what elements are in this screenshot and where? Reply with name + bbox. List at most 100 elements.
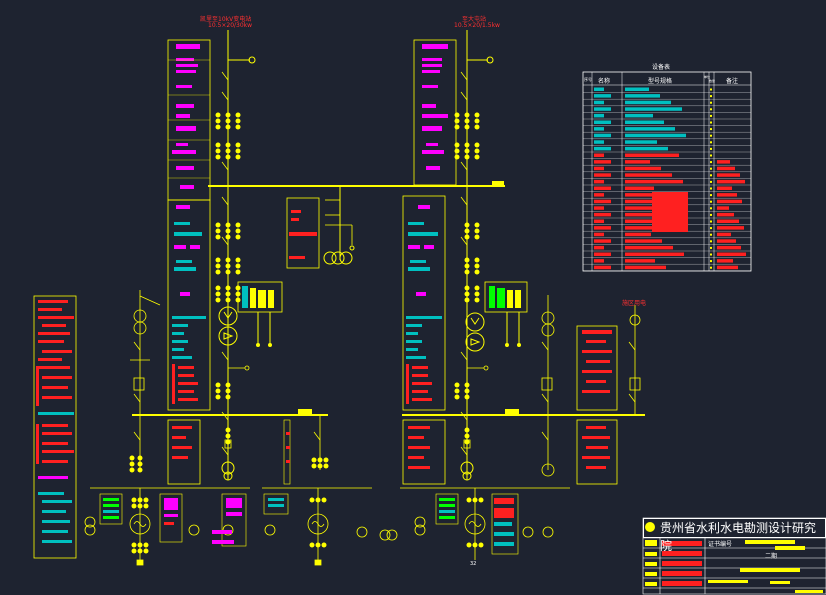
table-cell-model [625,199,676,204]
table-cell-qty [710,246,712,249]
table-cell-model [625,100,671,105]
table-cell-model [625,127,675,131]
table-cell-qty [710,161,712,164]
table-cell-name [594,146,611,151]
table-cell-remark [717,265,738,270]
table-cell-model [625,133,686,138]
table-cell-model [625,186,654,190]
left-aux-branch [130,290,161,470]
table-header-remark: 备注 [726,78,739,85]
table-header-no: 序号 [584,77,592,82]
construction-power-label: 施区用电 [622,300,647,307]
table-cell-remark [717,166,735,171]
left-ct-groups [215,112,241,445]
table-cell-qty [710,154,712,157]
table-cell-model [625,87,649,91]
table-cell-remark [717,193,737,197]
upper-bus-bar [208,181,505,187]
table-cell-remark [717,179,745,184]
table-cell-name [594,199,611,204]
table-cell-qty [710,187,712,190]
table-cell-model [625,120,664,124]
right-main-feeder [460,30,494,481]
table-cell-remark [717,252,746,256]
table-cell-model [625,107,682,111]
table-cell-qty [710,108,712,111]
left-main-feeder [218,30,256,481]
table-header-qty: 数量 [709,79,716,83]
stage-label: 二期 [765,553,778,560]
lower-feeders [84,415,570,566]
table-cell-model [625,160,650,164]
table-cell-remark [717,219,739,223]
table-cell-remark [717,160,730,164]
lower-bus-right [402,409,645,416]
right-middle-panel [402,195,446,411]
table-cell-name [594,87,604,91]
table-cell-name [594,252,611,256]
table-cell-name [594,239,611,243]
table-cell-model [625,173,672,177]
table-cell-qty [710,233,712,236]
table-cell-name [594,166,604,171]
table-cell-name [594,226,611,230]
table-cell-remark [717,199,742,204]
table-cell-model [625,239,662,243]
left-aux-ct [129,455,143,473]
right-line-label: 至大屯站 [462,16,487,23]
right-aux-panel [576,325,618,485]
table-cell-name [594,206,604,210]
table-cell-qty [710,128,712,131]
table-cell-name [594,140,604,144]
table-cell-name [594,245,604,250]
cert-number-label: 证书编号 [708,541,733,548]
table-cell-model [625,193,665,197]
table-cell-name [594,193,604,197]
institute-logo-icon [645,522,655,532]
right-instrument-box [484,281,528,347]
table-cell-model [625,179,683,184]
left-line-label: 凯里至10kV变电站 [200,16,252,23]
table-cell-remark [717,259,733,263]
table-cell-qty [710,266,712,269]
right-line-sublabel: 10.5×20/1.5kw [454,22,500,29]
lower-left-panel [167,419,291,485]
table-cell-name [594,179,604,184]
table-cell-qty [710,194,712,197]
table-cell-qty [710,88,712,91]
table-cell-model [625,232,651,237]
table-cell-remark [717,245,741,250]
table-cell-model [625,140,657,144]
equipment-table-title: 设备表 [652,64,671,71]
table-cell-qty [710,200,712,203]
table-cell-name [594,153,604,157]
table-cell-remark [717,212,734,217]
table-cell-name [594,113,604,118]
left-instrument-box [237,281,283,347]
table-cell-model [625,146,668,151]
lower-right-panel [402,419,446,485]
table-cell-name [594,100,604,105]
table-cell-qty [710,114,712,117]
table-cell-qty [710,147,712,150]
lower-device-boxes [99,493,519,555]
table-cell-name [594,232,604,237]
right-ct-groups [454,112,480,445]
table-cell-remark [717,186,732,190]
right-upper-panel [413,39,457,186]
table-cell-model [625,259,655,263]
table-cell-qty [710,220,712,223]
table-cell-name [594,219,604,223]
table-cell-name [594,133,611,138]
table-cell-qty [710,167,712,170]
table-cell-model [625,166,661,171]
table-cell-qty [710,240,712,243]
table-cell-qty [710,141,712,144]
bottom-number-label: 32 [470,561,477,567]
table-cell-qty [710,253,712,256]
table-cell-qty [710,213,712,216]
table-cell-model [625,265,666,270]
table-cell-model [625,113,653,118]
table-cell-name [594,107,611,111]
